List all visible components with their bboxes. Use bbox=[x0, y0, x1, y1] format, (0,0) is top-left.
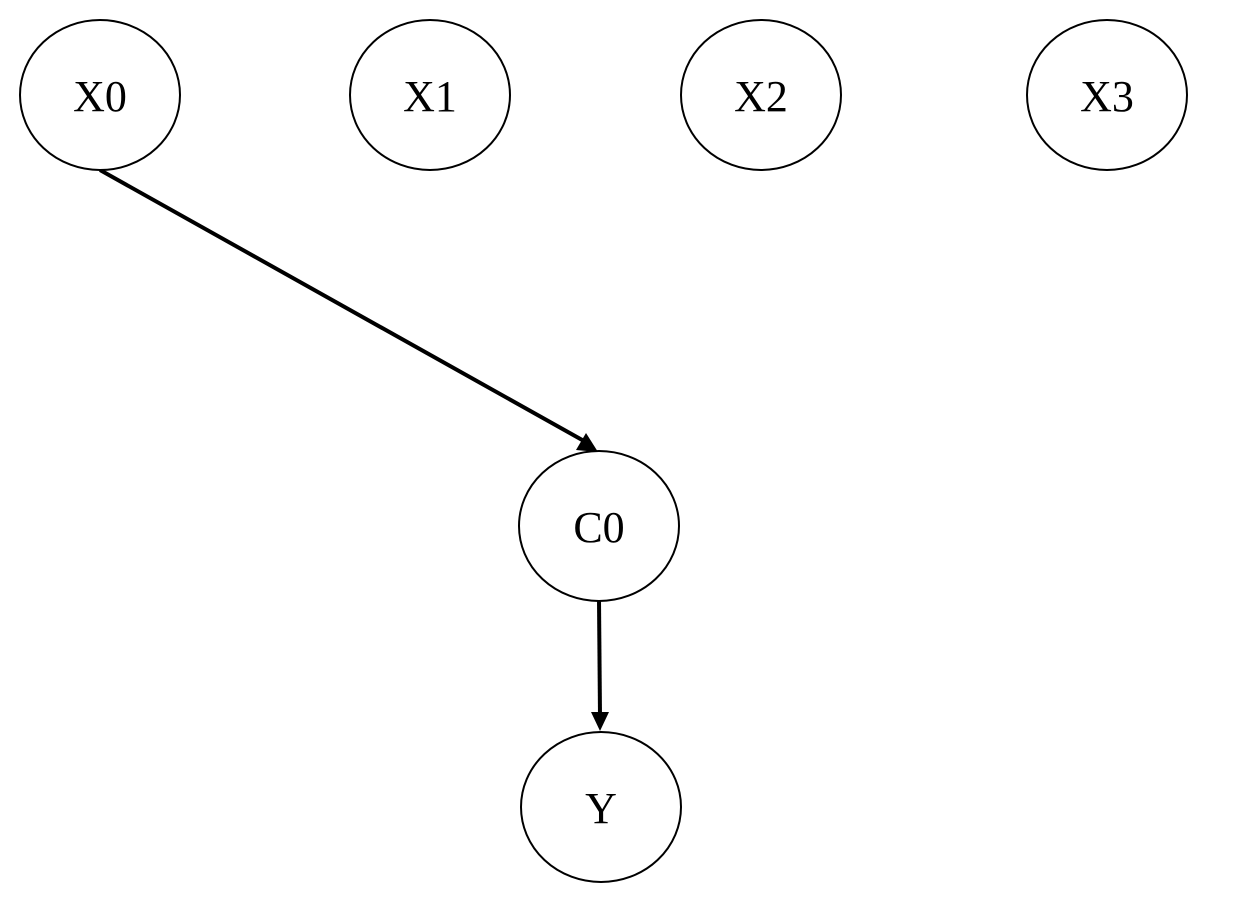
nodes: X0 X1 X2 X3 C0 Y bbox=[19, 19, 1188, 883]
node-c0-label: C0 bbox=[573, 503, 624, 552]
node-x1-label: X1 bbox=[403, 72, 457, 121]
node-x1: X1 bbox=[349, 19, 511, 171]
node-x2: X2 bbox=[680, 19, 842, 171]
edges bbox=[99, 168, 609, 731]
node-x3-label: X3 bbox=[1080, 72, 1134, 121]
edge-c0-to-y bbox=[591, 599, 609, 731]
arrowhead-icon bbox=[591, 712, 609, 731]
node-x0-label: X0 bbox=[73, 72, 127, 121]
node-y-label: Y bbox=[585, 784, 617, 833]
arrowhead-icon bbox=[576, 433, 598, 452]
node-x0: X0 bbox=[19, 19, 181, 171]
node-y: Y bbox=[520, 731, 682, 883]
node-x3: X3 bbox=[1026, 19, 1188, 171]
node-c0: C0 bbox=[518, 450, 680, 602]
node-x2-label: X2 bbox=[734, 72, 788, 121]
edge-x0-to-c0 bbox=[99, 168, 598, 452]
